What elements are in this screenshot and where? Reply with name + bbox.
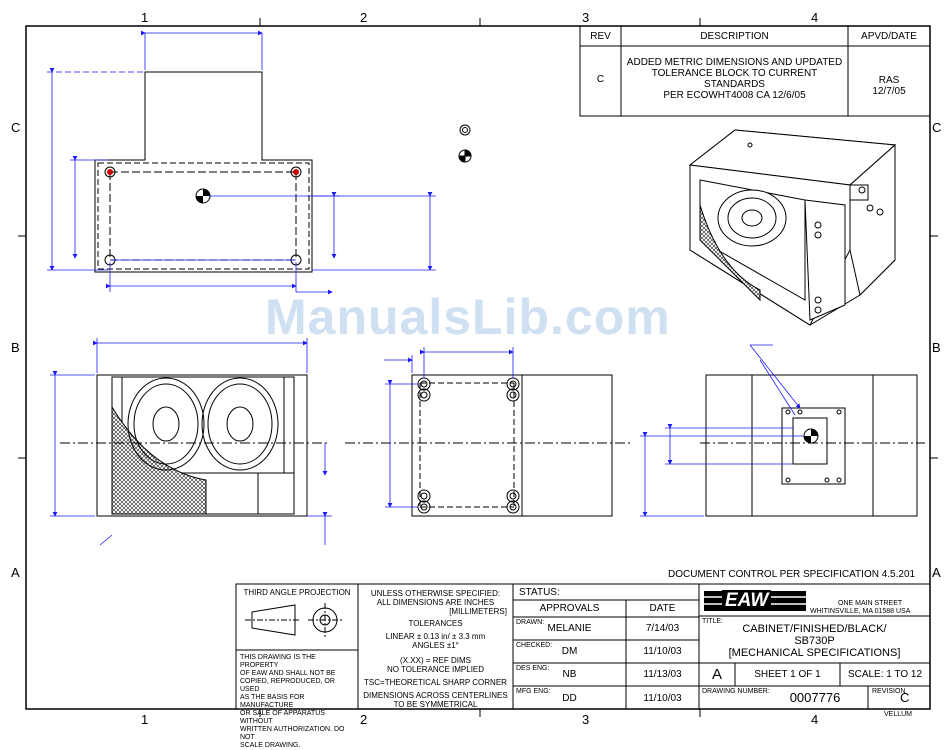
company-address-1: ONE MAIN STREET [838,600,903,607]
revision-label: REVISION [872,688,906,695]
zone-top-1: 1 [141,10,149,25]
tolerance-block: UNLESS OTHERWISE SPECIFIED: ALL DIMENSIO… [358,589,513,709]
zone-right-a: A [932,565,941,580]
zone-top-4: 4 [811,10,819,25]
property-notice-line: AS THE BASIS FOR MANUFACTURE [240,694,305,709]
rear-view [700,374,925,517]
rev-description-line-1: ADDED METRIC DIMENSIONS AND UPDATED [626,57,843,68]
projection-label: THIRD ANGLE PROJECTION [243,588,351,597]
rev-description-line-2: TOLERANCE BLOCK TO CURRENT [651,68,818,79]
isometric-view [688,129,897,326]
projection-symbol [245,603,342,637]
tolerance-linear: LINEAR ± 0.13 in/ ± 3.3 mm [385,632,486,641]
rev-header-approved: APVD/DATE [861,31,917,42]
property-notice-line: WRITTEN AUTHORIZATION. DO NOT [240,726,345,741]
approval-name: DM [561,646,578,657]
approvals-label: APPROVALS [539,603,600,614]
zone-left-a: A [11,565,20,580]
date-label: DATE [649,603,676,614]
front-view-dimensions [50,338,332,546]
tolerance-note-line: ALL DIMENSIONS ARE INCHES [376,598,495,607]
sheet-number: SHEET 1 OF 1 [754,669,821,680]
approval-role: CHECKED: [516,642,553,649]
eaw-logo-text: EAW [722,590,772,611]
property-notice-line: SCALE DRAWING. [240,742,301,749]
zone-top-3: 3 [582,10,590,25]
zone-left-b: B [11,340,20,355]
rev-header-rev: REV [590,31,611,42]
top-view-cg-mark [195,188,211,204]
legend-symbols [458,124,472,163]
sheet-size: A [711,666,722,683]
property-notice-line: OR SALE OF APPARATUS WITHOUT [240,710,325,725]
rev-header-description: DESCRIPTION [700,31,769,42]
side-view [345,374,630,517]
front-view [60,374,330,517]
tolerance-angles: ANGLES ±1° [412,641,459,650]
tolerance-sym-1: DIMENSIONS ACROSS CENTERLINES [363,691,508,700]
approval-date: 7/14/03 [645,623,680,634]
top-view [94,71,313,273]
property-notice-line: COPIED, REPRODUCED, OR USED [240,678,335,693]
company-address-2: WHITINSVILLE, MA 01588 USA [810,608,911,615]
approval-role: MFG ENG: [516,688,551,695]
zone-right-b: B [932,340,941,355]
approval-name: DD [562,693,577,704]
rev-description-line-3: STANDARDS [704,79,765,90]
tolerance-note-line: [MILLIMETERS] [449,607,507,616]
status-label: STATUS: [519,587,560,598]
rev-letter: C [596,74,605,85]
approval-name: MELANIE [547,623,592,634]
zone-bottom-4: 4 [811,712,819,727]
drawing-number: 0007776 [789,690,841,705]
title-line-2: SB730P [794,635,835,647]
drawing-number-label: DRAWING NUMBER: [702,688,770,695]
rev-approved-date: 12/7/05 [872,86,906,97]
zone-bottom-2: 2 [360,712,368,727]
watermark: ManualsLib.com [265,289,671,345]
zone-top-2: 2 [360,10,368,25]
top-view-dimensions [47,30,436,295]
tolerance-tsc: TSC=THEORETICAL SHARP CORNER [364,678,507,687]
vellum-label: VELLUM [884,711,913,718]
tolerance-ref: (X.XX) = REF DIMS [400,656,471,665]
tolerance-no-tol: NO TOLERANCE IMPLIED [386,665,485,674]
title-line-1: CABINET/FINISHED/BLACK/ [742,623,887,635]
document-control-note: DOCUMENT CONTROL PER SPECIFICATION 4.5.2… [668,569,916,580]
revision-letter: C [900,690,910,705]
rev-description-line-4: PER ECOWHT4008 CA 12/6/05 [663,90,806,101]
revision-block-grid [579,25,931,117]
property-notice-line: THIS DRAWING IS THE PROPERTY [240,654,316,669]
tolerance-sym-2: TO BE SYMMETRICAL [393,700,478,709]
title-label: TITLE: [702,618,724,625]
approval-role: DRAWN: [516,619,545,626]
approval-date: 11/10/03 [643,646,682,657]
property-notice-line: OF EAW AND SHALL NOT BE [240,670,336,677]
zone-bottom-3: 3 [582,712,590,727]
rev-approved-by: RAS [878,75,900,86]
zone-left-c: C [11,120,21,135]
zone-bottom-1: 1 [141,712,149,727]
title-block-grid [235,583,931,710]
approval-name: NB [562,669,577,680]
drawing-scale: SCALE: 1 TO 12 [847,669,923,680]
rear-view-cg-mark [803,428,819,444]
rear-view-dimensions [640,344,804,517]
property-notice: THIS DRAWING IS THE PROPERTY OF EAW AND … [240,654,356,750]
title-line-3: [MECHANICAL SPECIFICATIONS] [728,647,901,659]
approval-date: 11/10/03 [643,693,682,704]
side-view-dimensions [384,347,514,508]
approval-role: DES ENG: [516,665,550,672]
tolerance-heading: TOLERANCES [408,619,463,628]
tolerance-note-line: UNLESS OTHERWISE SPECIFIED: [370,589,501,598]
approval-date: 11/13/03 [643,669,682,680]
zone-right-c: C [932,120,942,135]
